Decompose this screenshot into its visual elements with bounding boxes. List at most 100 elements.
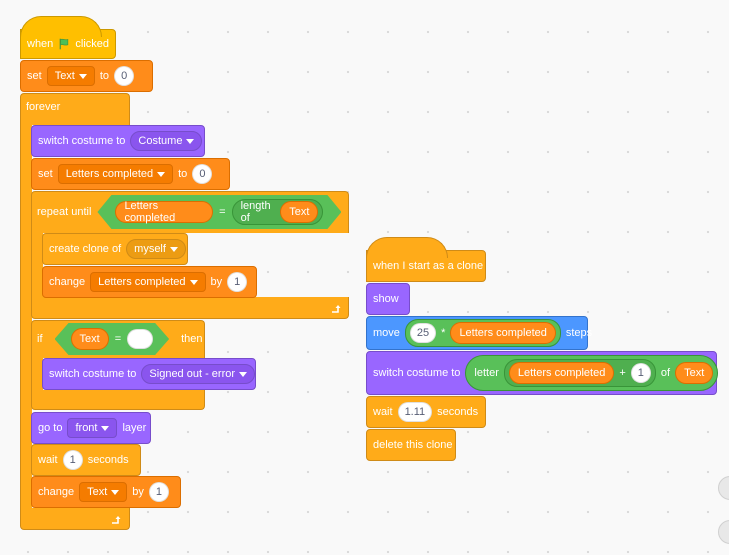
- costume-dropdown[interactable]: Signed out - error: [141, 364, 256, 384]
- change-letters-block[interactable]: change Letters completed by 1: [42, 266, 257, 298]
- repeat-bottom: [31, 297, 349, 319]
- switch-costume-error-block[interactable]: switch costume to Signed out - error: [42, 358, 256, 390]
- equals-sign: =: [219, 206, 226, 218]
- letter-label: letter: [474, 367, 499, 379]
- forever-block[interactable]: [20, 93, 130, 125]
- compare-input[interactable]: [127, 329, 153, 349]
- set-label: set: [27, 70, 42, 82]
- if-label: if: [37, 333, 43, 345]
- if-bottom: [31, 390, 205, 410]
- seconds-input[interactable]: 1: [62, 450, 83, 470]
- costume-dropdown[interactable]: Costume: [130, 131, 203, 151]
- letters-completed-reporter[interactable]: Letters completed: [115, 201, 213, 223]
- wait-label: wait: [373, 406, 393, 418]
- length-of-label: length of: [240, 200, 271, 224]
- steps-label: steps: [565, 327, 593, 339]
- change-label: change: [38, 486, 75, 498]
- create-clone-label: create clone of: [49, 243, 122, 255]
- forever-bottom: [20, 508, 130, 530]
- move-steps-block[interactable]: move 25 * Letters completed steps: [366, 316, 592, 350]
- variable-dropdown[interactable]: Letters completed: [57, 164, 174, 184]
- layer-label: layer: [122, 422, 147, 434]
- clicked-label: clicked: [75, 38, 109, 50]
- variable-dropdown[interactable]: Text: [46, 66, 95, 86]
- switch-costume-letter-block[interactable]: switch costume to letter Letters complet…: [366, 351, 719, 395]
- repeat-until-label: repeat until: [37, 206, 92, 218]
- value-input[interactable]: 1: [148, 482, 170, 502]
- add-reporter[interactable]: Letters completed + 1: [503, 359, 656, 387]
- set-text-block[interactable]: set Text to 0: [20, 60, 153, 92]
- letters-completed-reporter[interactable]: Letters completed: [450, 322, 556, 344]
- equals-condition[interactable]: Text =: [55, 323, 170, 355]
- show-block[interactable]: show: [366, 283, 410, 315]
- repeat-arm: [31, 232, 43, 298]
- chevron-down-icon: [157, 171, 166, 177]
- go-to-layer-block[interactable]: go to front layer: [31, 412, 151, 444]
- number-input[interactable]: 25: [409, 323, 437, 343]
- create-clone-block[interactable]: create clone of myself: [42, 233, 188, 265]
- costume-name: Costume: [138, 135, 183, 147]
- letters-completed-reporter[interactable]: Letters completed: [508, 362, 615, 384]
- wait-block[interactable]: wait 1 seconds: [31, 444, 141, 476]
- then-label: then: [181, 333, 203, 345]
- chevron-down-icon: [239, 371, 248, 377]
- chevron-down-icon: [101, 425, 110, 431]
- delete-clone-block[interactable]: delete this clone: [366, 429, 456, 461]
- equals-condition[interactable]: Letters completed = length of Text: [97, 195, 341, 229]
- zoom-out-button[interactable]: [718, 520, 729, 544]
- plus-sign: +: [619, 367, 626, 379]
- to-label: to: [178, 168, 188, 180]
- zoom-in-button[interactable]: [718, 476, 729, 500]
- forever-label: forever: [26, 101, 61, 113]
- go-to-label: go to: [38, 422, 63, 434]
- chevron-down-icon: [78, 73, 87, 79]
- variable-dropdown[interactable]: Letters completed: [90, 272, 206, 292]
- change-text-block[interactable]: change Text by 1: [31, 476, 181, 508]
- layer-dropdown[interactable]: front: [67, 418, 118, 438]
- by-label: by: [132, 486, 144, 498]
- chevron-down-icon: [189, 279, 198, 285]
- seconds-input[interactable]: 1.11: [397, 402, 433, 422]
- chevron-down-icon: [186, 138, 195, 144]
- clone-target: myself: [134, 243, 166, 255]
- when-start-as-clone-label: when I start as a clone: [373, 260, 484, 272]
- seconds-label: seconds: [437, 406, 479, 418]
- layer-option: front: [75, 422, 98, 434]
- letter-of-reporter[interactable]: letter Letters completed + 1 of Text: [465, 355, 719, 391]
- multiply-reporter[interactable]: 25 * Letters completed: [404, 319, 561, 347]
- to-label: to: [99, 70, 110, 82]
- set-label: set: [38, 168, 53, 180]
- switch-costume-label: switch costume to: [38, 135, 126, 147]
- when-flag-clicked-block[interactable]: when clicked: [20, 16, 116, 59]
- loop-arrow-icon: [112, 516, 121, 524]
- text-reporter[interactable]: Text: [280, 201, 318, 223]
- value-input[interactable]: 1: [227, 272, 248, 292]
- clone-target-dropdown[interactable]: myself: [126, 239, 186, 259]
- when-label: when: [27, 38, 54, 50]
- forever-arm: [20, 124, 32, 510]
- of-label: of: [660, 367, 671, 379]
- number-input[interactable]: 1: [630, 363, 651, 383]
- text-reporter[interactable]: Text: [71, 328, 109, 350]
- green-flag-icon: [59, 38, 69, 50]
- text-reporter[interactable]: Text: [675, 362, 714, 384]
- variable-dropdown[interactable]: Text: [79, 482, 128, 502]
- value-input[interactable]: 0: [192, 164, 213, 184]
- change-label: change: [49, 276, 86, 288]
- switch-costume-label: switch costume to: [49, 368, 137, 380]
- move-label: move: [373, 327, 400, 339]
- value-input[interactable]: 0: [114, 66, 135, 86]
- switch-costume-block[interactable]: switch costume to Costume: [31, 125, 205, 157]
- length-of-reporter[interactable]: length of Text: [232, 199, 324, 225]
- if-arm: [31, 357, 43, 391]
- set-letters-block[interactable]: set Letters completed to 0: [31, 158, 230, 190]
- switch-costume-label: switch costume to: [373, 367, 461, 379]
- when-start-as-clone-block[interactable]: when I start as a clone: [366, 237, 486, 282]
- multiply-sign: *: [441, 327, 446, 339]
- variable-name: Letters completed: [98, 276, 186, 288]
- loop-arrow-icon: [332, 305, 341, 313]
- variable-name: Text: [54, 70, 75, 82]
- seconds-label: seconds: [87, 454, 129, 466]
- wait-block[interactable]: wait 1.11 seconds: [366, 396, 486, 428]
- variable-name: Text: [87, 486, 108, 498]
